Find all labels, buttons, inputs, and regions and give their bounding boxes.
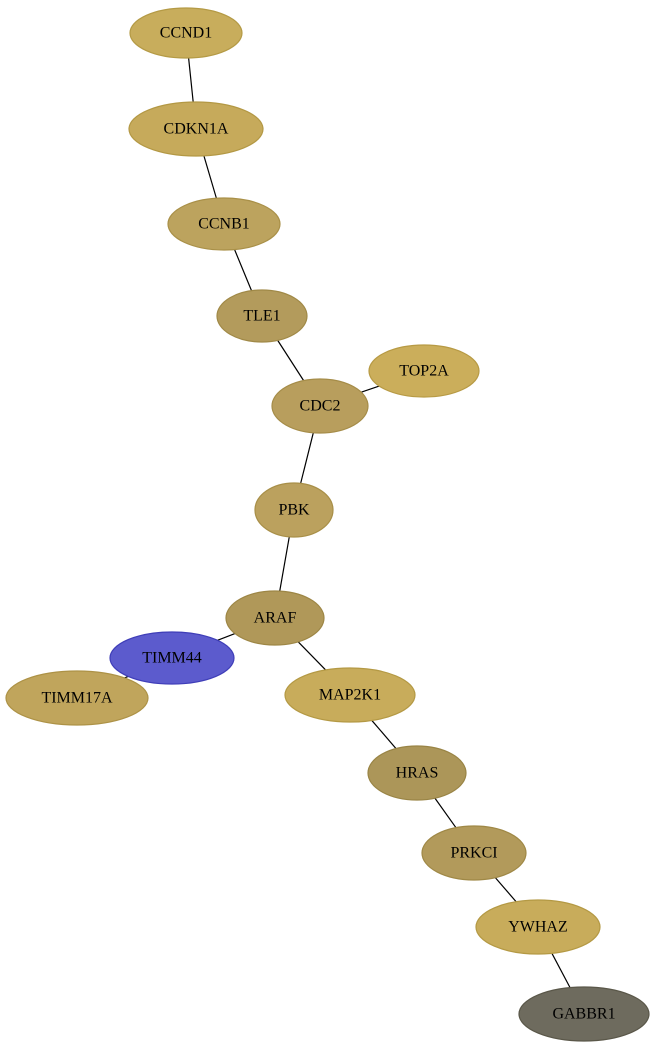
node-label: TLE1 [243, 308, 280, 325]
node-hras[interactable]: HRAS [367, 745, 467, 801]
node-ellipse [518, 986, 650, 1042]
node-gabbr1[interactable]: GABBR1 [518, 986, 650, 1042]
edge-ccnb1-tle1 [233, 249, 253, 291]
node-ellipse [421, 825, 527, 881]
node-pbk[interactable]: PBK [254, 482, 334, 538]
node-timm17a[interactable]: TIMM17A [5, 670, 149, 726]
node-label: YWHAZ [508, 919, 568, 936]
edge-cdc2-top2a [360, 385, 380, 393]
node-cdkn1a[interactable]: CDKN1A [128, 101, 264, 157]
node-label: CCNB1 [198, 216, 250, 233]
edge-ywhaz-gabbr1 [551, 953, 571, 988]
node-tle1[interactable]: TLE1 [216, 289, 308, 343]
edge-ccnd1-cdkn1a [188, 57, 194, 103]
node-ccnd1[interactable]: CCND1 [129, 7, 243, 59]
edge-araf-timm44 [217, 632, 236, 641]
node-label: TIMM17A [41, 690, 113, 707]
node-label: GABBR1 [552, 1006, 615, 1023]
edge-cdc2-pbk [300, 432, 314, 484]
node-ellipse [167, 197, 281, 251]
node-ellipse [368, 344, 480, 398]
edge-araf-map2k1 [297, 641, 327, 671]
node-label: MAP2K1 [319, 687, 381, 704]
node-ellipse [128, 101, 264, 157]
node-label: CDC2 [300, 398, 341, 415]
node-ellipse [225, 590, 325, 646]
node-araf[interactable]: ARAF [225, 590, 325, 646]
edge-cdkn1a-ccnb1 [203, 155, 217, 199]
node-label: CDKN1A [164, 121, 229, 138]
node-ellipse [284, 667, 416, 723]
node-label: HRAS [396, 765, 439, 782]
node-ellipse [216, 289, 308, 343]
edge-pbk-araf [279, 536, 290, 592]
node-ywhaz[interactable]: YWHAZ [475, 899, 601, 955]
edges-layer [124, 57, 571, 988]
node-label: PBK [278, 502, 310, 519]
node-cdc2[interactable]: CDC2 [271, 378, 369, 434]
node-map2k1[interactable]: MAP2K1 [284, 667, 416, 723]
node-top2a[interactable]: TOP2A [368, 344, 480, 398]
node-label: ARAF [254, 610, 297, 627]
edge-prkci-ywhaz [494, 877, 517, 903]
node-label: CCND1 [160, 25, 212, 42]
node-ellipse [367, 745, 467, 801]
node-ellipse [254, 482, 334, 538]
node-ellipse [5, 670, 149, 726]
node-ellipse [109, 631, 235, 685]
edge-map2k1-hras [371, 720, 397, 749]
node-label: TIMM44 [142, 650, 202, 667]
edge-tle1-cdc2 [277, 340, 305, 381]
node-prkci[interactable]: PRKCI [421, 825, 527, 881]
node-ellipse [271, 378, 369, 434]
node-timm44[interactable]: TIMM44 [109, 631, 235, 685]
edge-hras-prkci [434, 797, 457, 829]
node-label: TOP2A [399, 363, 449, 380]
node-ellipse [129, 7, 243, 59]
node-ccnb1[interactable]: CCNB1 [167, 197, 281, 251]
node-ellipse [475, 899, 601, 955]
node-label: PRKCI [450, 845, 497, 862]
